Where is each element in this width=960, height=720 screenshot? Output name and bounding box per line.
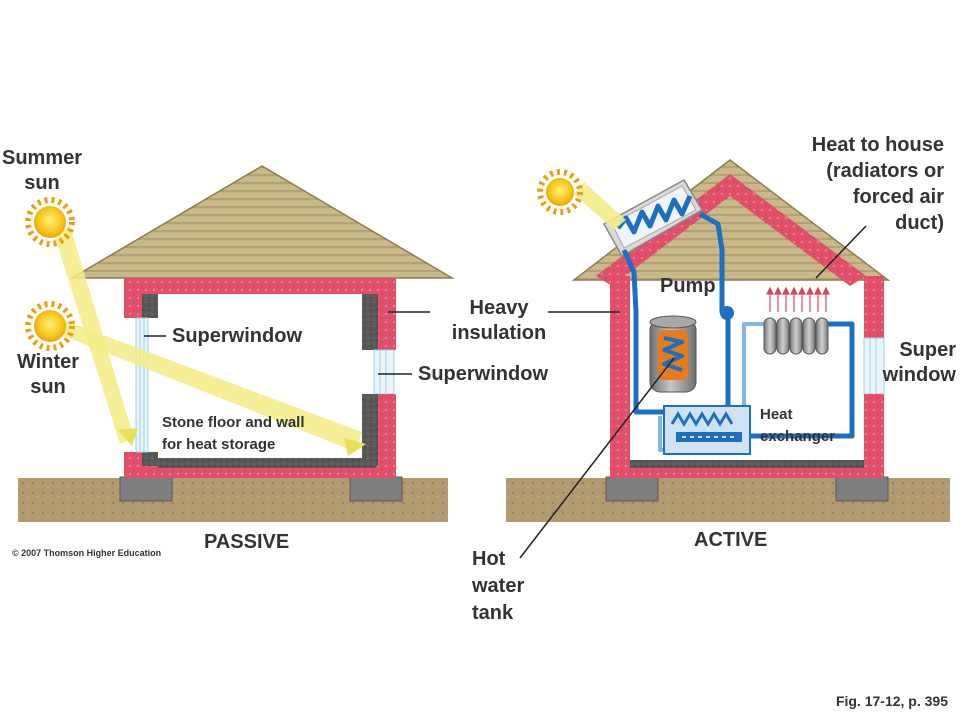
passive-ceiling-insulation (124, 278, 396, 294)
radiator-icon (763, 317, 829, 355)
passive-foundation-right (349, 476, 403, 502)
heat-exchanger-label: Heat exchanger (760, 406, 836, 445)
passive-right-stone-wall (362, 394, 378, 466)
active-right-wall-bottom (864, 394, 884, 468)
figure-reference: Fig. 17-12, p. 395 (835, 693, 948, 709)
passive-left-stone-top (142, 294, 158, 318)
passive-foundation-left (119, 476, 173, 502)
hot-water-tank-label: Hot water tank (472, 548, 525, 624)
stone-floor-label: Stone floor and wall for heat storage (162, 414, 305, 453)
heavy-insulation-label: Heavy insulation (451, 297, 547, 344)
active-left-wall (610, 276, 630, 468)
passive-left-window (135, 317, 149, 453)
superwindow-right-label: Superwindow (418, 363, 548, 385)
pump-label: Pump (660, 275, 716, 297)
super-window-label: Super window (882, 339, 956, 386)
active-foundation-right (835, 476, 889, 502)
winter-sun-label: Winter sun (16, 351, 80, 398)
passive-floor-insulation (124, 466, 396, 478)
collector-return-pipe (621, 248, 668, 415)
leader-heat-to-house (815, 225, 867, 279)
active-floor-insulation (610, 466, 884, 478)
active-foundation-left (605, 476, 659, 502)
active-sun-icon (537, 169, 583, 215)
active-house (506, 159, 950, 559)
passive-right-window (373, 349, 395, 395)
active-right-wall-top (864, 276, 884, 338)
heat-rising-arrows (766, 286, 830, 312)
active-roof-insulation (596, 174, 866, 286)
heat-to-house-label: Heat to house (radiators or forced air d… (811, 134, 944, 234)
passive-right-wall-bottom (376, 394, 396, 468)
superwindow-left-label: Superwindow (172, 325, 302, 347)
pump-icon (720, 306, 734, 320)
passive-left-stone-bottom (142, 452, 158, 466)
leader-hot-water-tank (519, 357, 675, 559)
passive-caption: PASSIVE (204, 531, 290, 553)
summer-sun-label: Summer sun (2, 147, 83, 194)
passive-roof (69, 165, 455, 279)
summer-sun-icon (25, 197, 75, 247)
solar-collector (602, 178, 704, 258)
passive-right-stone-top (362, 294, 378, 350)
active-caption: ACTIVE (694, 529, 768, 551)
passive-right-wall-top (376, 278, 396, 350)
heat-exchanger-icon (663, 405, 751, 455)
copyright-notice: © 2007 Thomson Higher Education (12, 548, 162, 558)
active-floor (630, 460, 864, 468)
winter-sun-beam (58, 318, 362, 452)
passive-house (18, 165, 455, 522)
passive-stone-floor (142, 458, 378, 468)
active-sun-beam (574, 182, 626, 230)
winter-sun-icon (25, 301, 75, 351)
